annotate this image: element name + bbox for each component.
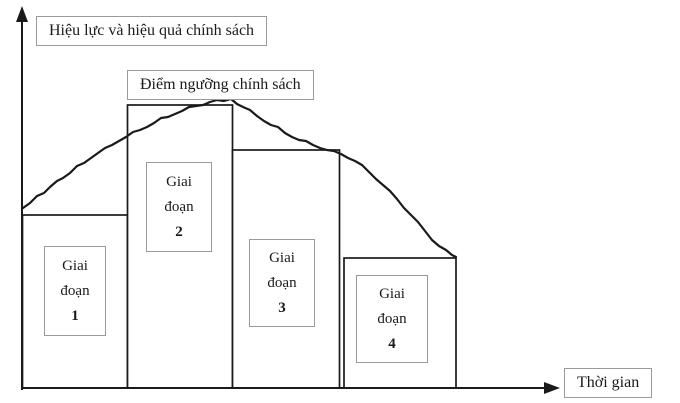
- stage-word-2: đoạn: [267, 274, 297, 291]
- stage-number: 3: [278, 299, 286, 316]
- stage-label-4: Giai đoạn 4: [356, 275, 428, 363]
- y-axis-label: Hiệu lực và hiệu quả chính sách: [36, 16, 268, 46]
- threshold-label: Điểm ngưỡng chính sách: [127, 70, 314, 100]
- stage-word-1: Giai: [166, 173, 192, 190]
- stage-word-1: Giai: [62, 257, 88, 274]
- x-axis-label-text: Thời gian: [577, 374, 640, 391]
- stage-label-2: Giai đoạn 2: [146, 162, 212, 252]
- stage-word-2: đoạn: [377, 310, 407, 327]
- threshold-label-text: Điểm ngưỡng chính sách: [140, 76, 301, 93]
- y-axis-label-text: Hiệu lực và hiệu quả chính sách: [49, 22, 255, 39]
- x-axis-label: Thời gian: [564, 368, 653, 398]
- stage-label-1: Giai đoạn 1: [44, 246, 106, 336]
- stage-label-3: Giai đoạn 3: [249, 239, 315, 327]
- stage-word-2: đoạn: [164, 198, 194, 215]
- stage-word-1: Giai: [269, 249, 295, 266]
- y-axis-arrow-icon: [16, 6, 28, 22]
- stage-word-2: đoạn: [60, 282, 90, 299]
- stage-word-1: Giai: [379, 285, 405, 302]
- lifecycle-curve: [21, 97, 458, 259]
- stage-number: 4: [388, 335, 396, 352]
- stage-number: 1: [71, 307, 79, 324]
- stage-number: 2: [175, 223, 183, 240]
- x-axis-arrow-icon: [544, 382, 560, 394]
